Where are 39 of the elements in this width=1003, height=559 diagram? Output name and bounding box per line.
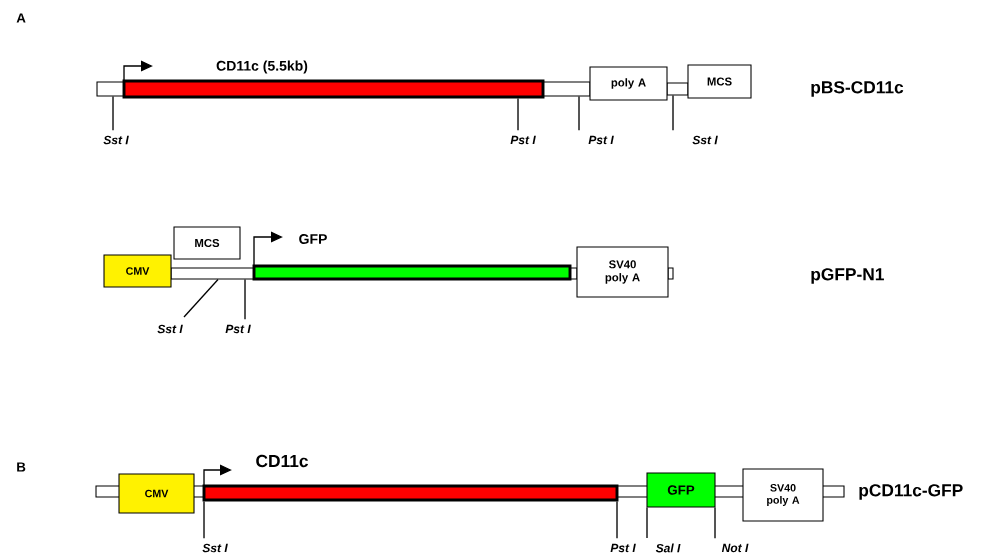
- panel-letter: B: [17, 462, 26, 472]
- leader-line: [714, 506, 716, 539]
- backbone-segment: [170, 267, 255, 280]
- leader-line: [203, 500, 205, 539]
- site-label: Pst I: [610, 543, 636, 553]
- plasmid-name: pBS-CD11c: [811, 81, 904, 97]
- leader-line: [672, 94, 674, 131]
- leader-line: [183, 278, 219, 318]
- site-label: Sal I: [655, 543, 681, 553]
- element-box: SV40 poly A: [742, 468, 824, 522]
- gene-label: CD11c: [256, 454, 308, 468]
- element-box: SV40 poly A: [576, 246, 669, 298]
- site-label: Sst I: [202, 543, 228, 553]
- gene-label: CD11c (5.5kb): [216, 60, 308, 74]
- gene-label: GFP: [299, 234, 327, 244]
- site-label: Pst I: [225, 324, 251, 334]
- leader-line: [244, 278, 246, 320]
- panel-letter: A: [16, 13, 26, 23]
- plasmid-name: pGFP-N1: [811, 268, 884, 284]
- leader-line: [578, 95, 580, 131]
- element-box: CMV: [118, 473, 195, 514]
- element-box: GFP: [646, 472, 716, 508]
- site-label: Sst I: [692, 135, 718, 145]
- site-label: Sst I: [103, 135, 129, 145]
- site-label: Sst I: [157, 324, 183, 334]
- plasmid-name: pCD11c-GFP: [859, 484, 963, 500]
- element-box: CMV: [103, 254, 172, 288]
- site-label: Not I: [721, 543, 749, 553]
- backbone-segment: [666, 82, 689, 96]
- leader-line: [646, 506, 648, 539]
- element-box: MCS: [173, 226, 241, 260]
- site-label: Pst I: [510, 135, 536, 145]
- leader-line: [616, 500, 618, 539]
- element-box: poly A: [589, 66, 668, 101]
- site-label: Pst I: [588, 135, 614, 145]
- leader-line: [517, 97, 519, 131]
- leader-line: [112, 95, 114, 131]
- backbone-segment: [667, 267, 674, 280]
- element-box: MCS: [687, 64, 752, 99]
